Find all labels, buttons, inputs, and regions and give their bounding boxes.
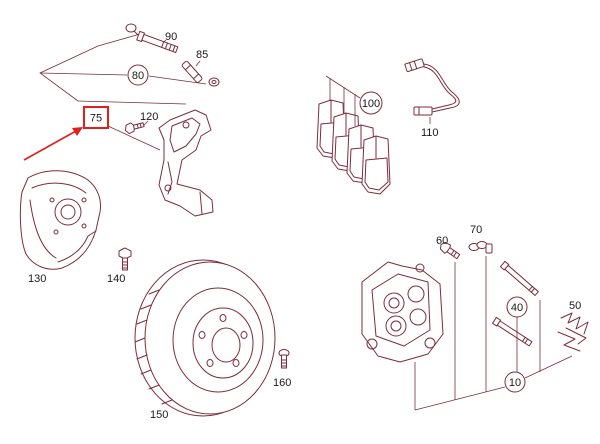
bleeder-screw-60-part (439, 241, 461, 260)
callout-75[interactable]: 75 (90, 113, 102, 125)
callout-90[interactable]: 90 (165, 31, 177, 43)
callout-40-circle[interactable]: 40 (506, 296, 528, 318)
brake-pads-part (316, 99, 391, 195)
brake-rotor-150-part (134, 259, 276, 417)
bolt-140-part (118, 247, 132, 271)
leader-lines-caliper (414, 256, 573, 411)
brake-caliper-part (361, 261, 444, 363)
leader-lines-pads (325, 75, 361, 126)
brake-pad (361, 135, 391, 195)
bolt-120-part (124, 122, 145, 135)
callout-110[interactable]: 110 (421, 127, 439, 139)
dust-shield-130-part (19, 170, 101, 270)
bolt-160-part (278, 349, 290, 369)
callout-140[interactable]: 140 (107, 273, 125, 285)
callout-85[interactable]: 85 (196, 49, 208, 61)
callout-130[interactable]: 130 (28, 273, 46, 285)
callout-120[interactable]: 120 (140, 111, 158, 123)
highlight-arrow (23, 127, 83, 161)
bushing-part (208, 77, 220, 87)
callout-80-circle[interactable]: 80 (127, 64, 149, 86)
wear-sensor-110-part (404, 58, 460, 116)
callout-10-circle[interactable]: 10 (504, 371, 526, 393)
callout-160[interactable]: 160 (273, 377, 291, 389)
screw-part (125, 23, 140, 37)
rotor-vent-fins (134, 289, 173, 405)
callout-150[interactable]: 150 (150, 409, 168, 421)
guide-pin-85-part (181, 60, 203, 83)
caliper-bracket-part (158, 109, 214, 217)
callout-60[interactable]: 60 (436, 235, 448, 247)
retaining-clips-50-part (557, 312, 589, 352)
callout-80[interactable]: 80 (132, 70, 144, 82)
dust-cap-70-part (468, 241, 493, 254)
callout-70[interactable]: 70 (470, 224, 482, 236)
callout-40[interactable]: 40 (511, 302, 523, 314)
callout-50[interactable]: 50 (569, 300, 581, 312)
guide-pin-40-part (499, 260, 539, 296)
callout-75-highlight[interactable]: 75 (83, 106, 109, 129)
callout-10[interactable]: 10 (509, 377, 521, 389)
callout-100-circle[interactable]: 100 (359, 91, 383, 115)
guide-pin-40-part (492, 316, 533, 347)
bolt-90-part (136, 30, 179, 53)
callout-100[interactable]: 100 (362, 98, 380, 110)
